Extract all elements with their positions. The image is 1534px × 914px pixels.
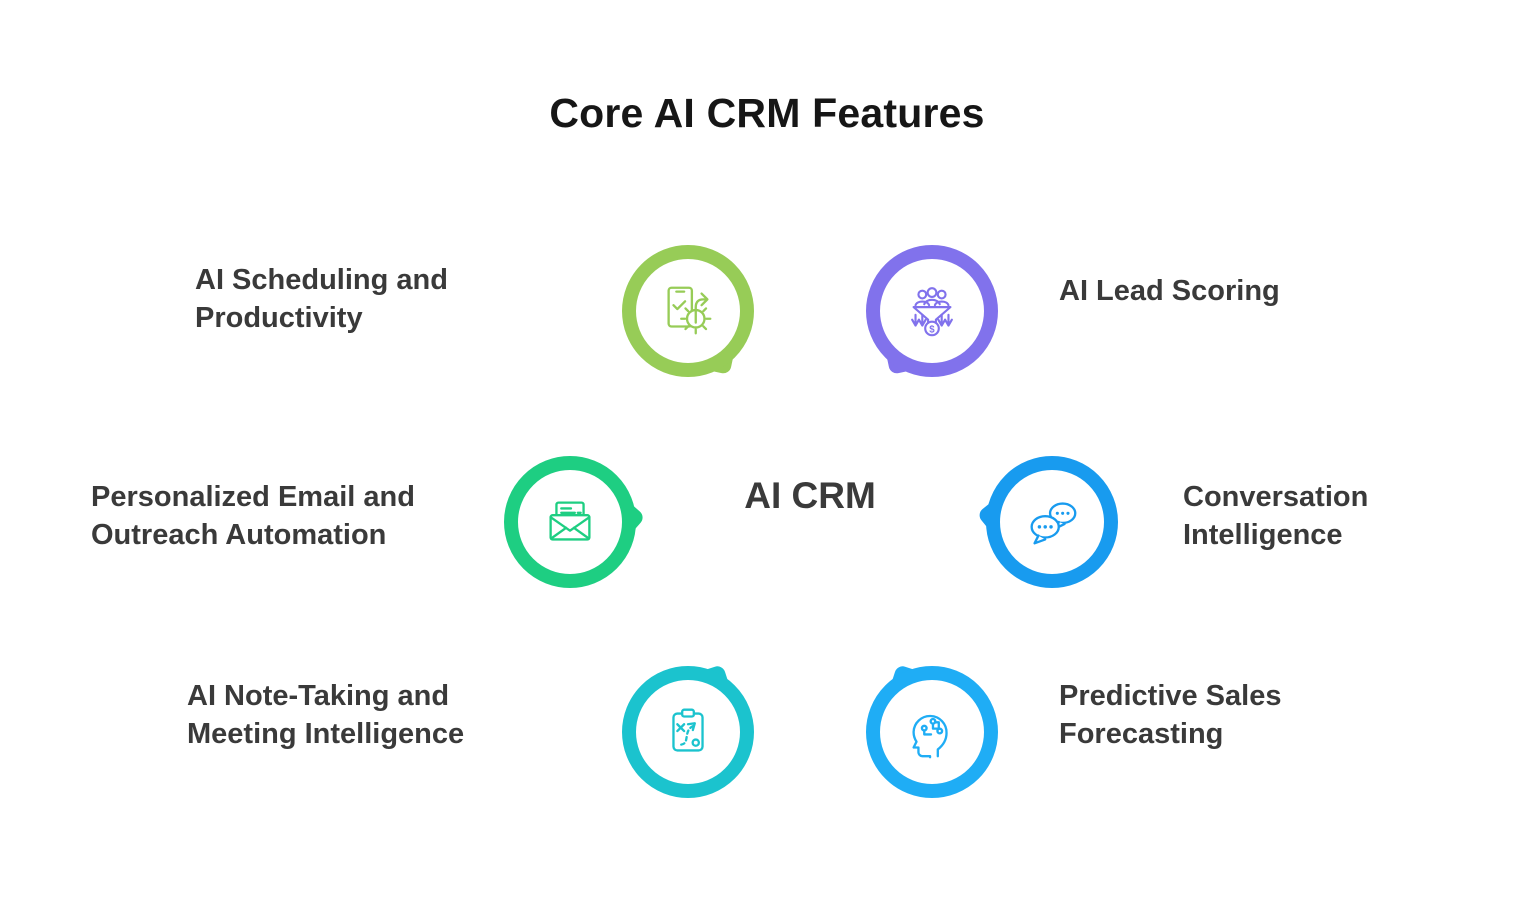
open-envelope-icon [549, 501, 591, 541]
center-label: AI CRM [744, 475, 876, 516]
node-ring [504, 456, 636, 588]
node-ring: $ [866, 245, 998, 377]
label-line: AI Lead Scoring [1059, 275, 1280, 307]
label-line: Meeting Intelligence [187, 718, 465, 750]
diagram-title: Core AI CRM Features [549, 90, 985, 136]
node-ring [986, 456, 1118, 588]
head-circuit-icon [912, 714, 948, 759]
label-email-automation: Personalized Email and Outreach Automati… [91, 478, 415, 554]
label-line: Personalized Email and [91, 481, 415, 513]
label-line: Conversation [1183, 481, 1369, 513]
node-email-automation [504, 456, 646, 588]
lead-funnel-dollar-icon: $ [911, 287, 953, 337]
label-line: Predictive Sales [1059, 680, 1282, 712]
node-conversation-intelligence [976, 456, 1118, 588]
label-ai-note-taking: AI Note-Taking and Meeting Intelligence [187, 677, 464, 753]
label-line: Productivity [195, 302, 363, 334]
label-line: Outreach Automation [91, 519, 387, 551]
label-ai-lead-scoring: AI Lead Scoring [1059, 272, 1280, 310]
label-conversation-intelligence: Conversation Intelligence [1183, 478, 1368, 554]
label-line: AI Note-Taking and [187, 680, 450, 712]
label-line: Forecasting [1059, 718, 1224, 750]
label-ai-scheduling: AI Scheduling and Productivity [195, 261, 448, 337]
label-line: AI Scheduling and [195, 264, 448, 296]
chat-bubbles-icon [1030, 502, 1077, 545]
svg-text:$: $ [929, 324, 935, 335]
clipboard-strategy-icon [672, 708, 704, 752]
node-ai-note-taking [622, 664, 754, 798]
label-line: Intelligence [1183, 519, 1343, 551]
node-ring [866, 666, 998, 798]
phone-check-gear-arrow-icon [667, 286, 712, 335]
label-predictive-forecasting: Predictive Sales Forecasting [1059, 677, 1281, 753]
node-ai-lead-scoring: $ [866, 245, 998, 377]
node-ring [622, 245, 754, 377]
node-predictive-forecasting [866, 664, 998, 798]
node-ring [622, 666, 754, 798]
node-ai-scheduling [622, 245, 754, 377]
